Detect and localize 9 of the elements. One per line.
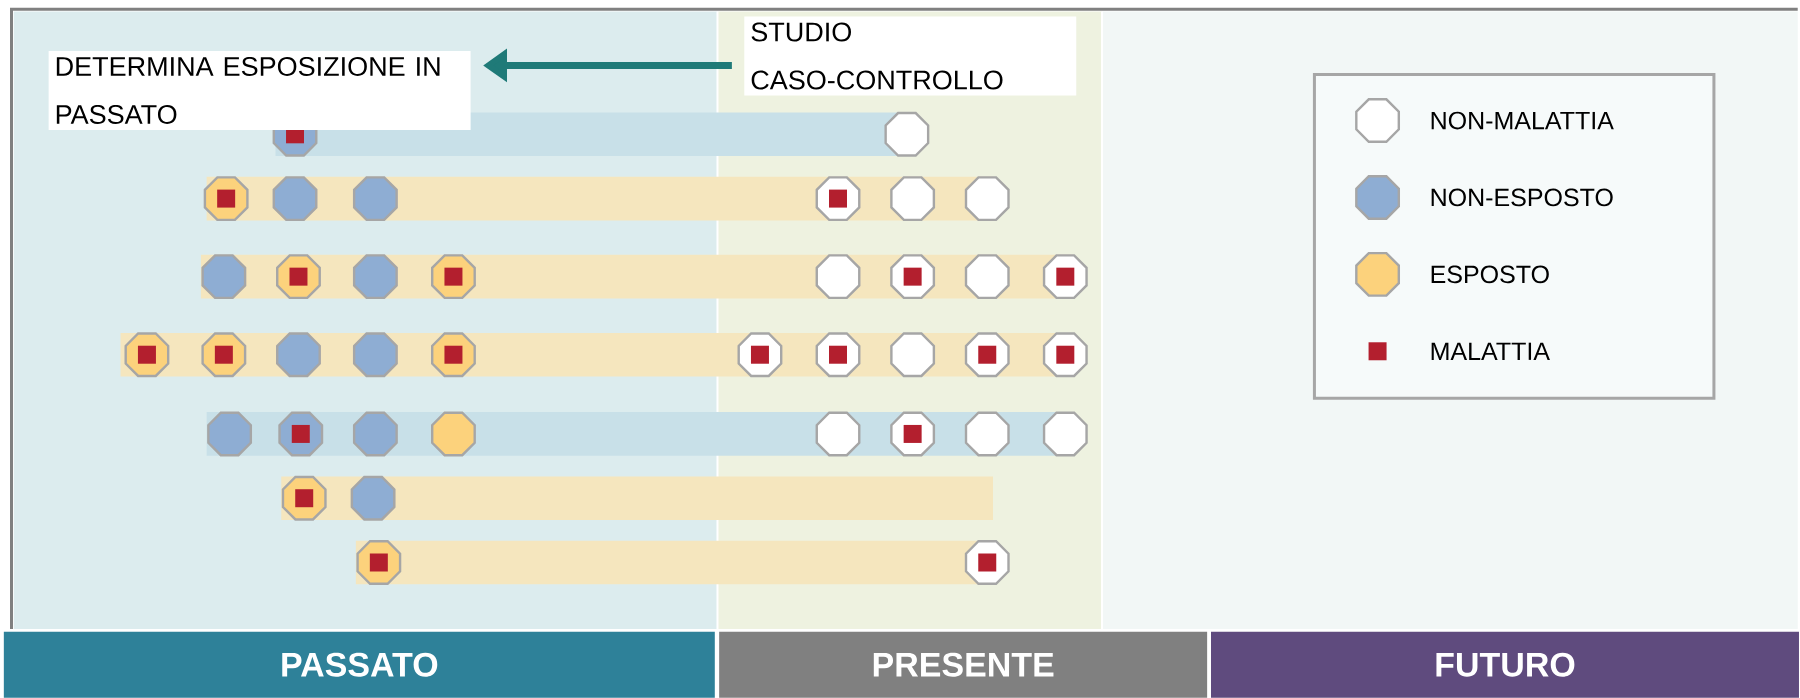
legend-label: MALATTIA [1431,342,1550,360]
caption-text: DETERMINA ESPOSIZIONE IN PASSATO [48,50,471,131]
legend-label: NON-MALATTIA [1431,111,1614,130]
caption-text: STUDIO CASO-CONTROLLO [744,16,1077,96]
legend-label: ESPOSTO [1431,265,1549,284]
legend-label: NON-ESPOSTO [1431,188,1613,207]
timeline-band: FUTURO [1211,631,1799,698]
timeline-band: PRESENTE [719,631,1208,698]
timeline-band: PASSATO [3,631,715,698]
